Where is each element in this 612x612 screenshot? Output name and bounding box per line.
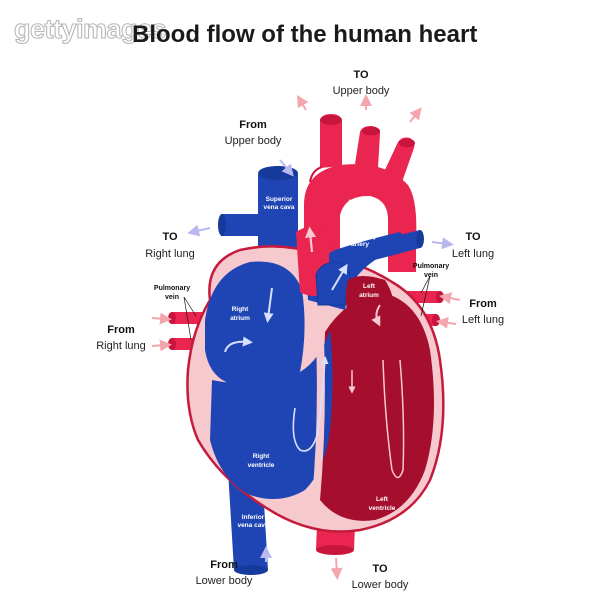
svg-text:Right: Right <box>253 453 270 460</box>
svg-text:Upper body: Upper body <box>333 85 390 97</box>
svg-text:Left lung: Left lung <box>452 248 494 260</box>
svg-text:ventricle: ventricle <box>369 505 396 512</box>
svg-text:From: From <box>107 324 135 336</box>
svg-text:Upper body: Upper body <box>225 135 282 147</box>
label-from-upper-body: From Upper body <box>225 119 282 147</box>
svg-text:Pulmonary: Pulmonary <box>413 263 449 270</box>
svg-text:Inferior: Inferior <box>242 514 265 521</box>
label-right-ventricle: Right ventricle <box>248 453 275 469</box>
svg-text:TO: TO <box>465 231 481 243</box>
label-to-upper-body: TO Upper body <box>333 69 390 97</box>
label-to-left-lung: TO Left lung <box>452 231 494 260</box>
svg-text:From: From <box>210 559 238 571</box>
svg-text:Pulmonary: Pulmonary <box>154 285 190 292</box>
svg-text:Superior: Superior <box>266 196 293 203</box>
label-from-right-lung: From Right lung <box>96 324 146 352</box>
watermark-logo: gettyimages <box>14 14 166 44</box>
diagram-title: Blood flow of the human heart <box>132 21 477 48</box>
svg-text:ventricle: ventricle <box>248 462 275 469</box>
label-right-atrium: Right atrium <box>230 306 250 322</box>
svg-text:TO: TO <box>372 563 388 575</box>
svg-text:atrium: atrium <box>359 292 379 299</box>
label-pulmonary-artery: Pulmonary artery <box>343 233 377 248</box>
label-to-right-lung: TO Right lung <box>145 231 195 260</box>
svg-text:Left: Left <box>376 496 389 503</box>
svg-text:artery: artery <box>351 241 369 248</box>
label-aorta: Aorta <box>348 199 365 206</box>
label-to-lower-body: TO Lower body <box>352 563 409 591</box>
label-left-atrium: Left atrium <box>359 283 379 299</box>
svg-text:Right lung: Right lung <box>96 340 146 352</box>
svg-text:vena cava: vena cava <box>263 204 294 211</box>
svg-text:Left: Left <box>363 283 376 290</box>
label-superior-vena-cava: Superior vena cava <box>263 196 294 211</box>
label-from-lower-body: From Lower body <box>196 559 253 587</box>
svg-text:From: From <box>469 298 497 310</box>
svg-text:atrium: atrium <box>230 315 250 322</box>
svg-text:TO: TO <box>353 69 369 81</box>
svg-text:From: From <box>239 119 267 131</box>
heart-body <box>186 226 445 533</box>
svg-text:Lower body: Lower body <box>196 575 253 587</box>
flow-arrows <box>151 94 461 580</box>
svg-text:Pulmonary: Pulmonary <box>343 233 377 240</box>
svg-text:Right: Right <box>232 306 249 313</box>
label-left-ventricle: Left ventricle <box>369 496 396 512</box>
svg-text:Left lung: Left lung <box>462 314 504 326</box>
label-pulmonary-vein-right: Pulmonary vein <box>154 285 190 301</box>
label-from-left-lung: From Left lung <box>462 298 504 326</box>
label-inferior-vena-cava: Inferior vena cava <box>237 514 268 529</box>
svg-text:Lower body: Lower body <box>352 579 409 591</box>
svg-text:vein: vein <box>424 272 438 279</box>
svg-text:vein: vein <box>165 294 179 301</box>
svg-text:TO: TO <box>162 231 178 243</box>
svg-text:vena cava: vena cava <box>237 522 268 529</box>
svg-text:Right lung: Right lung <box>145 248 195 260</box>
superior-vena-cava <box>218 166 298 268</box>
label-pulmonary-vein-left: Pulmonary vein <box>413 263 449 279</box>
